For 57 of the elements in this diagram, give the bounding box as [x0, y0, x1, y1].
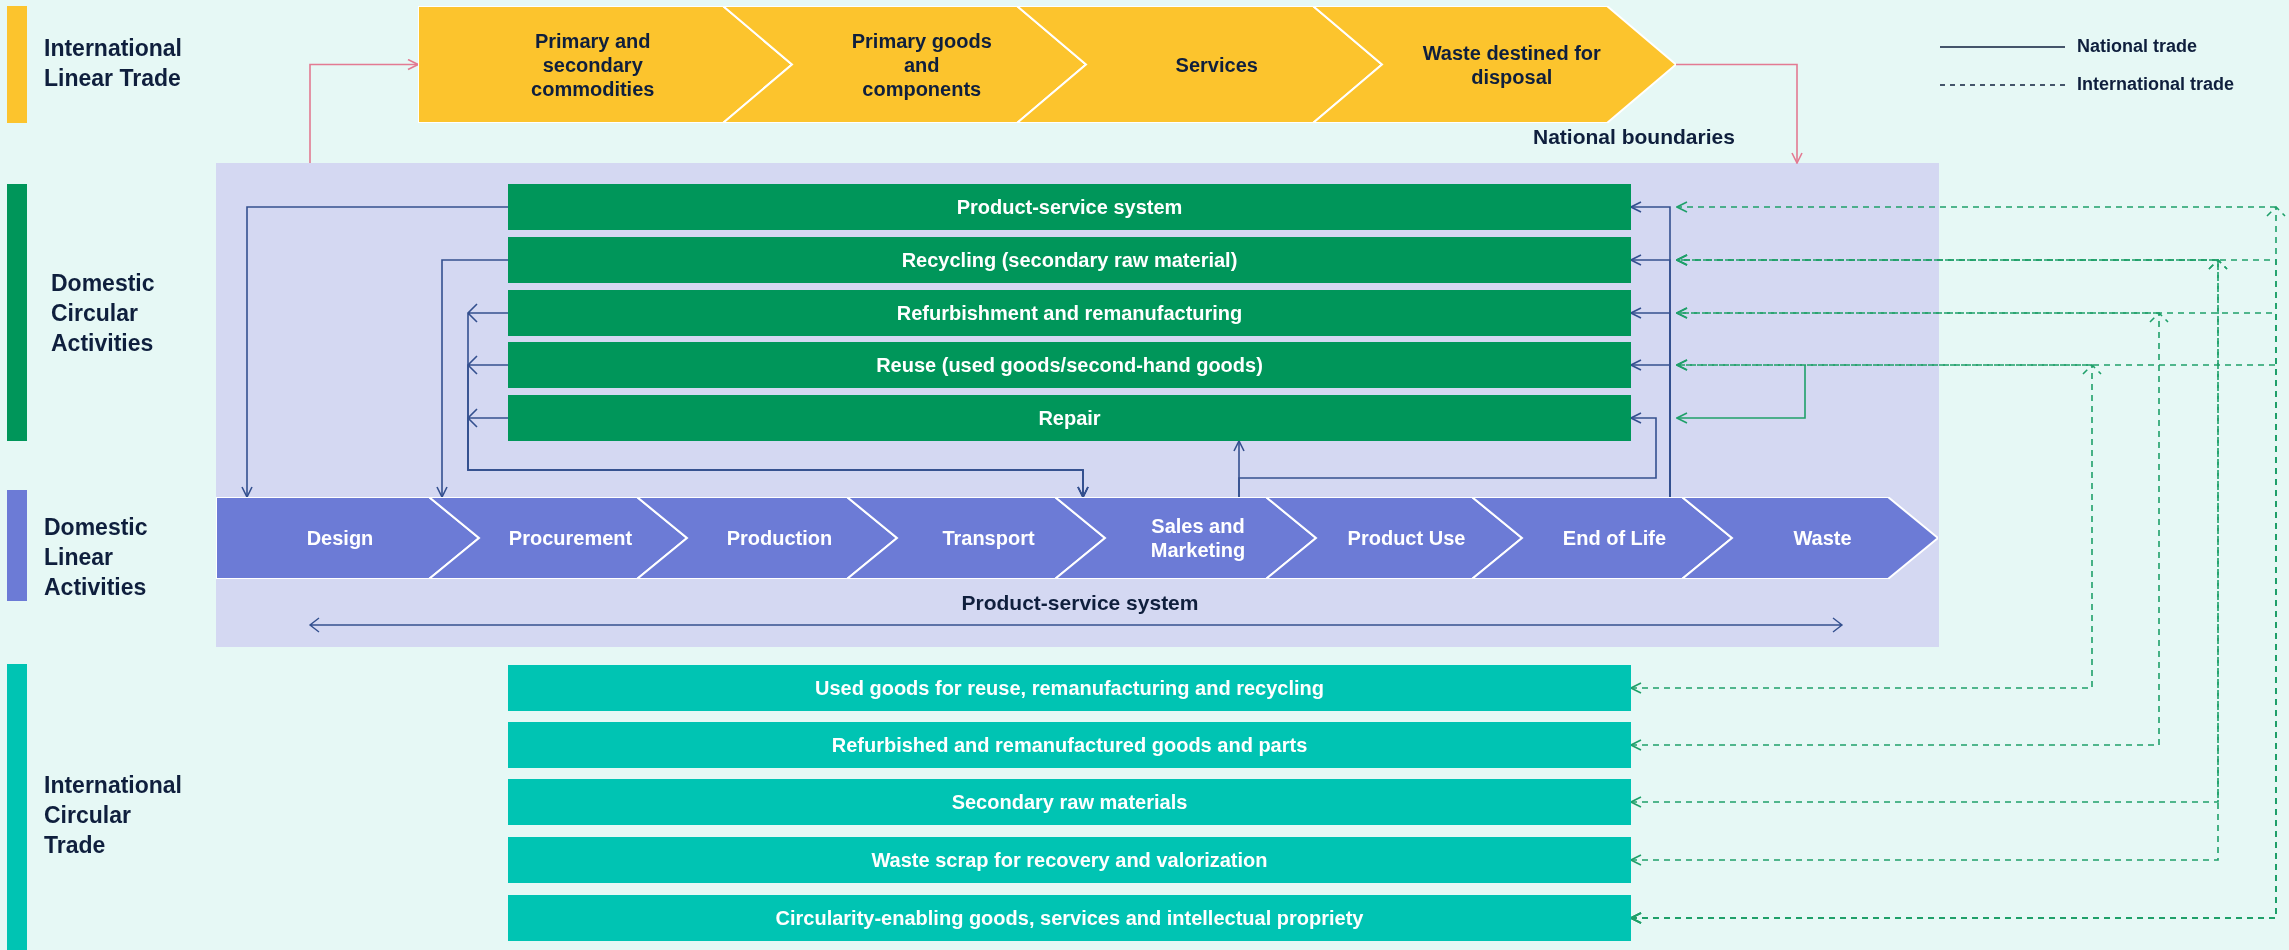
activity-label: Refurbished and remanufactured goods and parts: [831, 733, 1308, 758]
arrow: [466, 408, 1089, 498]
step-label: Waste: [1793, 526, 1852, 550]
activity-label: Waste scrap for recovery and valorization: [871, 848, 1268, 873]
arrow: [309, 58, 419, 164]
activity-label: Secondary raw materials: [951, 790, 1188, 815]
activity-bar: [508, 184, 1631, 230]
category-label: Domestic Circular Activities: [51, 269, 155, 358]
activity-label: Product-service system: [956, 195, 1183, 220]
process-step: [1472, 497, 1732, 579]
step-label: End of Life: [1562, 526, 1667, 550]
activity-bar: [508, 895, 1631, 941]
activity-label: Refurbishment and remanufacturing: [896, 301, 1243, 326]
activity-bar: [508, 665, 1631, 711]
arrow: [1675, 63, 1803, 164]
step-label: Transport: [942, 526, 1035, 550]
activity-bar: [508, 290, 1631, 336]
step-label: Procurement: [508, 526, 633, 550]
activity-bar: [508, 237, 1631, 283]
step-label: Sales and Marketing: [1149, 514, 1247, 562]
process-step: [847, 497, 1105, 579]
activity-label: Used goods for reuse, remanufacturing and recycling: [815, 676, 1324, 701]
process-step: [1266, 497, 1522, 579]
step-label: Product Use: [1347, 526, 1466, 550]
legend-label: International trade: [2077, 73, 2235, 96]
arrow: [241, 206, 509, 498]
activity-bar: [508, 779, 1631, 825]
activity-label: Reuse (used goods/second-hand goods): [876, 353, 1263, 378]
panel-heading: National boundaries: [1533, 124, 1735, 150]
activity-label: Recycling (secondary raw material): [901, 248, 1238, 273]
process-step: [723, 6, 1086, 123]
legend-label: National trade: [2077, 35, 2198, 58]
step-label: Production: [726, 526, 833, 550]
step-label: Primary goods and components: [850, 28, 993, 101]
activity-bar: [508, 722, 1631, 768]
arrow: [436, 259, 509, 498]
process-step: [1313, 6, 1676, 123]
activity-label: Repair: [1038, 406, 1101, 431]
category-label: International Circular Trade: [44, 771, 182, 860]
step-label: Waste destined for disposal: [1421, 40, 1602, 89]
activity-bar: [508, 342, 1631, 388]
activity-bar: [508, 395, 1631, 441]
process-step: [429, 497, 687, 579]
span-label: Product-service system: [961, 590, 1199, 617]
arrow: [1238, 412, 1657, 498]
category-label: International Linear Trade: [44, 34, 182, 93]
process-step: [1055, 497, 1316, 579]
category-label: Domestic Linear Activities: [44, 513, 148, 602]
arrow: [1630, 359, 1671, 498]
step-label: Services: [1175, 52, 1258, 77]
activity-bar: [508, 837, 1631, 883]
arrow: [1676, 364, 1806, 424]
step-label: Primary and secondary commodities: [530, 28, 656, 101]
process-step: [637, 497, 897, 579]
process-step: [1017, 6, 1382, 123]
activity-label: Circularity-enabling goods, services and intellectual propriety: [775, 906, 1364, 931]
process-step: [1682, 497, 1938, 579]
